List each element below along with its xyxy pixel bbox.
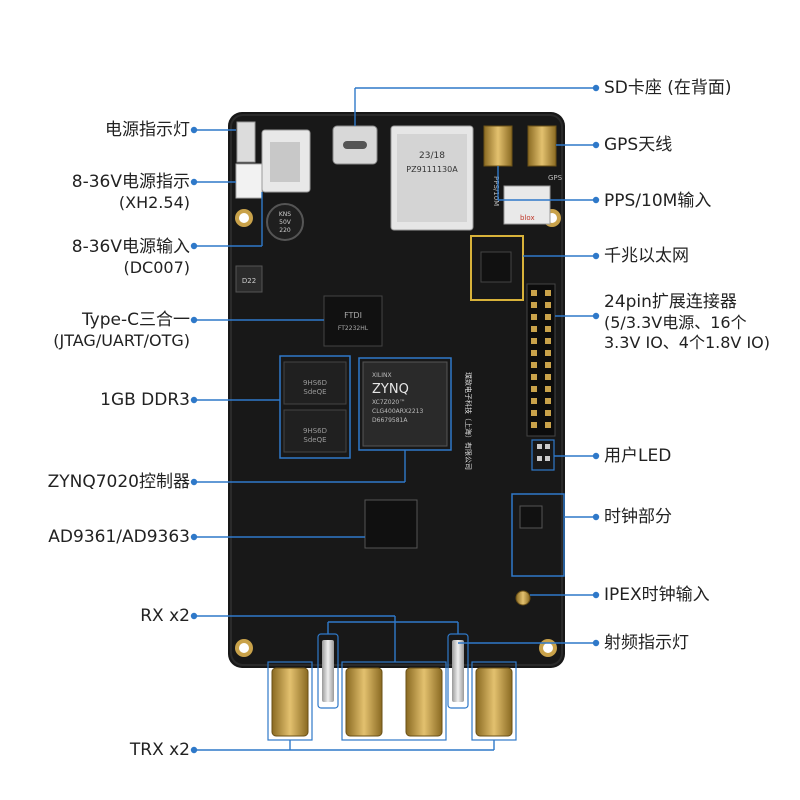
label-rf-indicator: 射频指示灯 [604, 633, 689, 654]
callout-lines [190, 84, 600, 754]
ethernet-jack-text: 23/18 [419, 151, 445, 161]
ddr-chip-text: SdeQE [303, 388, 326, 396]
label-user-led: 用户LED [604, 446, 671, 467]
label-line: ZYNQ7020控制器 [47, 472, 190, 492]
label-line: (XH2.54) [118, 193, 190, 213]
label-line: SD卡座 (在背面) [604, 78, 732, 98]
electrolytic-capacitor [266, 203, 304, 241]
label-line: TRX x2 [129, 740, 190, 760]
label-gps-antenna: GPS天线 [604, 135, 672, 156]
zynq-text: ZYNQ [372, 382, 409, 397]
capacitor-text: KNS [279, 211, 291, 218]
ftdi-text: FT2232HL [338, 325, 369, 332]
label-expansion-connector: 24pin扩展连接器 (5/3.3V电源、16个 3.3V IO、4个1.8V … [604, 292, 770, 353]
zynq-chip [362, 361, 448, 447]
pps-silk-text: PPS/10M [492, 176, 500, 206]
label-line: 1GB DDR3 [100, 390, 190, 410]
ddr3-chip [283, 409, 347, 453]
label-ipex-clock: IPEX时钟输入 [604, 585, 710, 606]
label-trx-x2: TRX x2 [130, 740, 190, 761]
rx-highlight [341, 661, 447, 741]
brand-silk-text: 璞致电子科技（上海）有限公司 [464, 372, 473, 470]
blox-text: blox [520, 214, 535, 222]
power-led [236, 121, 256, 163]
xh-connector [235, 163, 263, 199]
ddr3-area [279, 355, 351, 459]
label-line: Type-C三合一 [81, 310, 190, 330]
ddr-chip-text: 9HS6D [303, 379, 327, 387]
label-line: 8-36V电源输入 [71, 237, 190, 257]
label-line: IPEX时钟输入 [604, 585, 710, 605]
ad9361-chip [364, 499, 418, 549]
inductor-text: D22 [242, 277, 256, 285]
label-line: 千兆以太网 [604, 246, 689, 266]
pcb-edge [230, 114, 563, 666]
label-rx-x2: RX x2 [140, 606, 190, 627]
ftdi-text: FTDI [344, 311, 362, 320]
label-line: 3.3V IO、4个1.8V IO) [604, 333, 771, 353]
label-power-indicator-8-36v: 8-36V电源指示 (XH2.54) [72, 172, 190, 213]
label-line: (DC007) [123, 258, 190, 278]
label-type-c: Type-C三合一 (JTAG/UART/OTG) [53, 310, 190, 351]
label-power-indicator-led: 电源指示灯 [105, 120, 190, 141]
user-leds [531, 439, 555, 471]
label-ad9361: AD9361/AD9363 [48, 527, 190, 548]
label-line: AD9361/AD9363 [48, 527, 190, 547]
label-line: PPS/10M输入 [604, 191, 712, 211]
capacitor-text: 50V [279, 219, 292, 226]
label-gigabit-ethernet: 千兆以太网 [604, 246, 689, 267]
ethernet-jack-text: PZ9111130A [406, 165, 458, 174]
gps-silk-text: GPS [548, 174, 563, 182]
capacitor-text: 220 [279, 227, 291, 234]
label-zynq7020: ZYNQ7020控制器 [48, 472, 190, 493]
label-line: 电源指示灯 [105, 120, 190, 140]
sma-top-connectors [483, 125, 557, 167]
label-sd-card: SD卡座 (在背面) [604, 78, 732, 99]
label-line: RX x2 [140, 606, 190, 626]
ftdi-chip [323, 295, 383, 347]
ipex-connector [515, 590, 531, 606]
ddr3-chip [283, 361, 347, 405]
gps-module [503, 185, 551, 225]
ddr-chip-text: 9HS6D [303, 427, 327, 435]
label-clock-section: 时钟部分 [604, 507, 672, 528]
zynq-text: XC7Z020™ [372, 399, 405, 406]
label-power-input-8-36v: 8-36V电源输入 (DC007) [72, 237, 190, 278]
label-line: 8-36V电源指示 [71, 172, 190, 192]
inductor [235, 265, 263, 293]
zynq-text: D6679581A [372, 417, 408, 424]
label-ddr3: 1GB DDR3 [100, 390, 190, 411]
ddr-chip-text: SdeQE [303, 436, 326, 444]
label-line: 时钟部分 [604, 507, 672, 527]
zynq-text: XILINX [372, 372, 392, 379]
zynq-text: CLG400ARX2213 [372, 408, 423, 415]
label-line: (5/3.3V电源、16个 [604, 313, 747, 333]
ethernet-phy-box [470, 235, 524, 301]
clock-section-box [511, 493, 565, 577]
header-pins [531, 290, 551, 428]
bottom-sma-connectors [271, 667, 513, 737]
label-line: 24pin扩展连接器 [604, 292, 737, 312]
label-line: 射频指示灯 [604, 633, 689, 653]
label-line: (JTAG/UART/OTG) [53, 331, 190, 351]
label-line: 用户LED [604, 446, 672, 466]
label-pps-10m: PPS/10M输入 [604, 191, 711, 212]
label-line: GPS天线 [604, 135, 673, 155]
